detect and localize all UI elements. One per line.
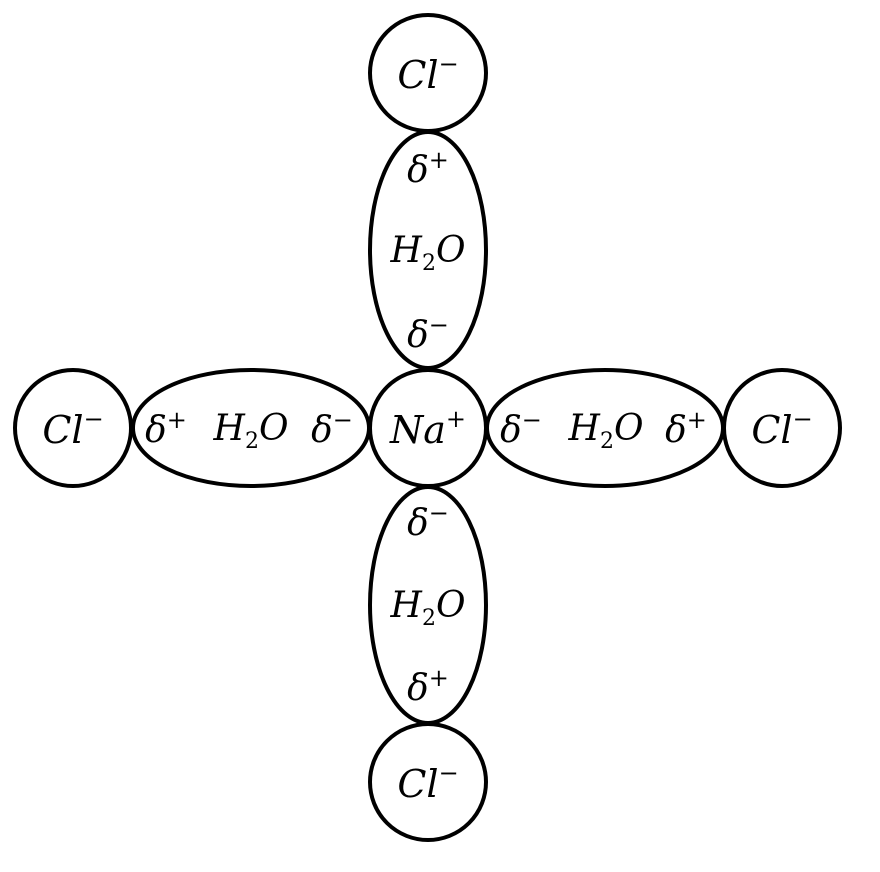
chloride-label: Cl [397, 53, 438, 97]
svg-text:δ−: δ− [407, 499, 449, 544]
delta-symbol: δ [407, 315, 429, 356]
water-o: O [259, 408, 289, 449]
svg-text:δ+: δ+ [407, 146, 449, 191]
delta-symbol: δ [407, 150, 429, 191]
sodium-charge: + [446, 405, 466, 433]
svg-text:H2O: H2O [390, 230, 466, 276]
chloride-label: Cl [397, 762, 438, 806]
water-h: H [213, 408, 246, 449]
svg-text:H2O: H2O [568, 408, 644, 454]
svg-text:δ−: δ− [500, 406, 542, 451]
svg-text:δ+: δ+ [665, 406, 707, 451]
water-sub: 2 [422, 606, 436, 631]
delta-positive: + [167, 406, 187, 434]
water-h: H [568, 408, 601, 449]
svg-text:Cl−: Cl− [397, 759, 458, 806]
sodium-label: Na [389, 408, 446, 452]
delta-symbol: δ [407, 668, 429, 709]
svg-text:Na+: Na+ [389, 405, 466, 452]
chloride-charge: − [439, 759, 459, 787]
water-h: H [390, 230, 423, 271]
water-sub: 2 [600, 429, 614, 454]
svg-text:δ+: δ+ [407, 664, 449, 709]
water-molecule-right: δ− H2O δ+ [485, 368, 725, 488]
svg-text:δ+: δ+ [145, 406, 187, 451]
chloride-charge: − [84, 405, 104, 433]
delta-symbol: δ [665, 410, 687, 451]
water-o: O [436, 230, 466, 271]
svg-text:δ−: δ− [407, 311, 449, 356]
chloride-charge: − [793, 405, 813, 433]
svg-text:Cl−: Cl− [397, 50, 458, 97]
delta-positive: + [429, 664, 449, 692]
chloride-charge: − [439, 50, 459, 78]
delta-negative: − [333, 406, 353, 434]
delta-positive: + [429, 146, 449, 174]
delta-positive: + [687, 406, 707, 434]
svg-text:Cl−: Cl− [42, 405, 103, 452]
chloride-ion-bottom: Cl− [368, 722, 488, 842]
chloride-ion-left: Cl− [13, 368, 133, 488]
svg-text:δ−: δ− [311, 406, 353, 451]
delta-negative: − [429, 499, 449, 527]
delta-negative: − [429, 311, 449, 339]
delta-negative: − [522, 406, 542, 434]
water-molecule-bottom: δ− H2O δ+ [368, 485, 488, 725]
water-h: H [390, 585, 423, 626]
chloride-ion-top: Cl− [368, 13, 488, 133]
water-molecule-left: δ+ H2O δ− [131, 368, 371, 488]
delta-symbol: δ [311, 410, 333, 451]
water-sub: 2 [422, 251, 436, 276]
chloride-label: Cl [751, 408, 792, 452]
delta-symbol: δ [407, 503, 429, 544]
svg-text:Cl−: Cl− [751, 405, 812, 452]
chloride-label: Cl [42, 408, 83, 452]
water-o: O [436, 585, 466, 626]
water-molecule-top: δ+ H2O δ− [368, 130, 488, 370]
water-sub: 2 [245, 429, 259, 454]
sodium-ion: Na+ [368, 368, 488, 488]
delta-symbol: δ [500, 410, 522, 451]
water-o: O [614, 408, 644, 449]
chloride-ion-right: Cl− [722, 368, 842, 488]
delta-symbol: δ [145, 410, 167, 451]
svg-text:H2O: H2O [213, 408, 289, 454]
svg-text:H2O: H2O [390, 585, 466, 631]
